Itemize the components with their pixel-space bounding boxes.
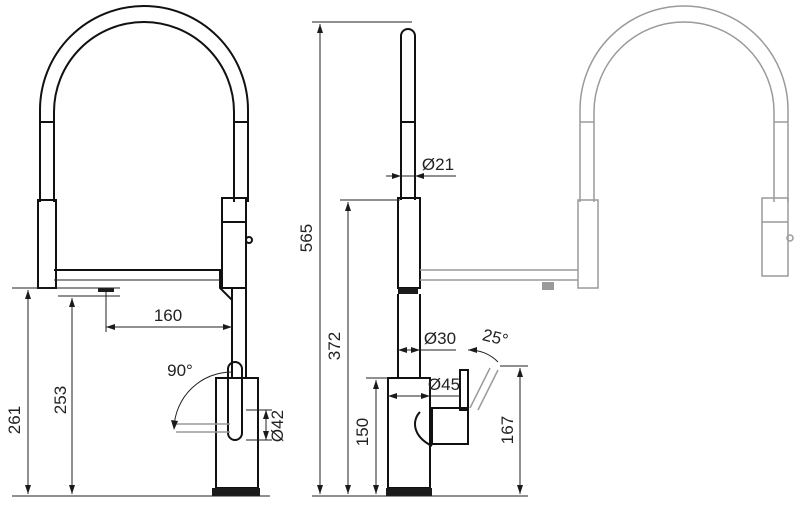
front-view-dimensions: 261 253 160 90° Ø42 bbox=[5, 287, 287, 497]
front-view bbox=[37, 5, 260, 496]
dim-diam-30: Ø30 bbox=[424, 329, 456, 348]
dim-diam-42: Ø42 bbox=[268, 410, 287, 442]
dim-90-deg: 90° bbox=[167, 361, 193, 380]
dim-167: 167 bbox=[498, 416, 517, 444]
dim-261: 261 bbox=[5, 406, 24, 434]
side-view-dimensions: 565 Ø21 372 Ø30 25° Ø45 150 bbox=[297, 21, 528, 497]
dim-diam-21: Ø21 bbox=[422, 155, 454, 174]
dim-253: 253 bbox=[51, 386, 70, 414]
dim-150: 150 bbox=[353, 418, 372, 446]
dim-372: 372 bbox=[325, 332, 344, 360]
rear-view bbox=[420, 5, 794, 290]
dim-25-deg: 25° bbox=[481, 325, 511, 350]
dim-160: 160 bbox=[154, 306, 182, 325]
dim-565: 565 bbox=[297, 224, 316, 252]
side-view bbox=[386, 28, 499, 496]
dim-diam-45: Ø45 bbox=[428, 375, 460, 394]
